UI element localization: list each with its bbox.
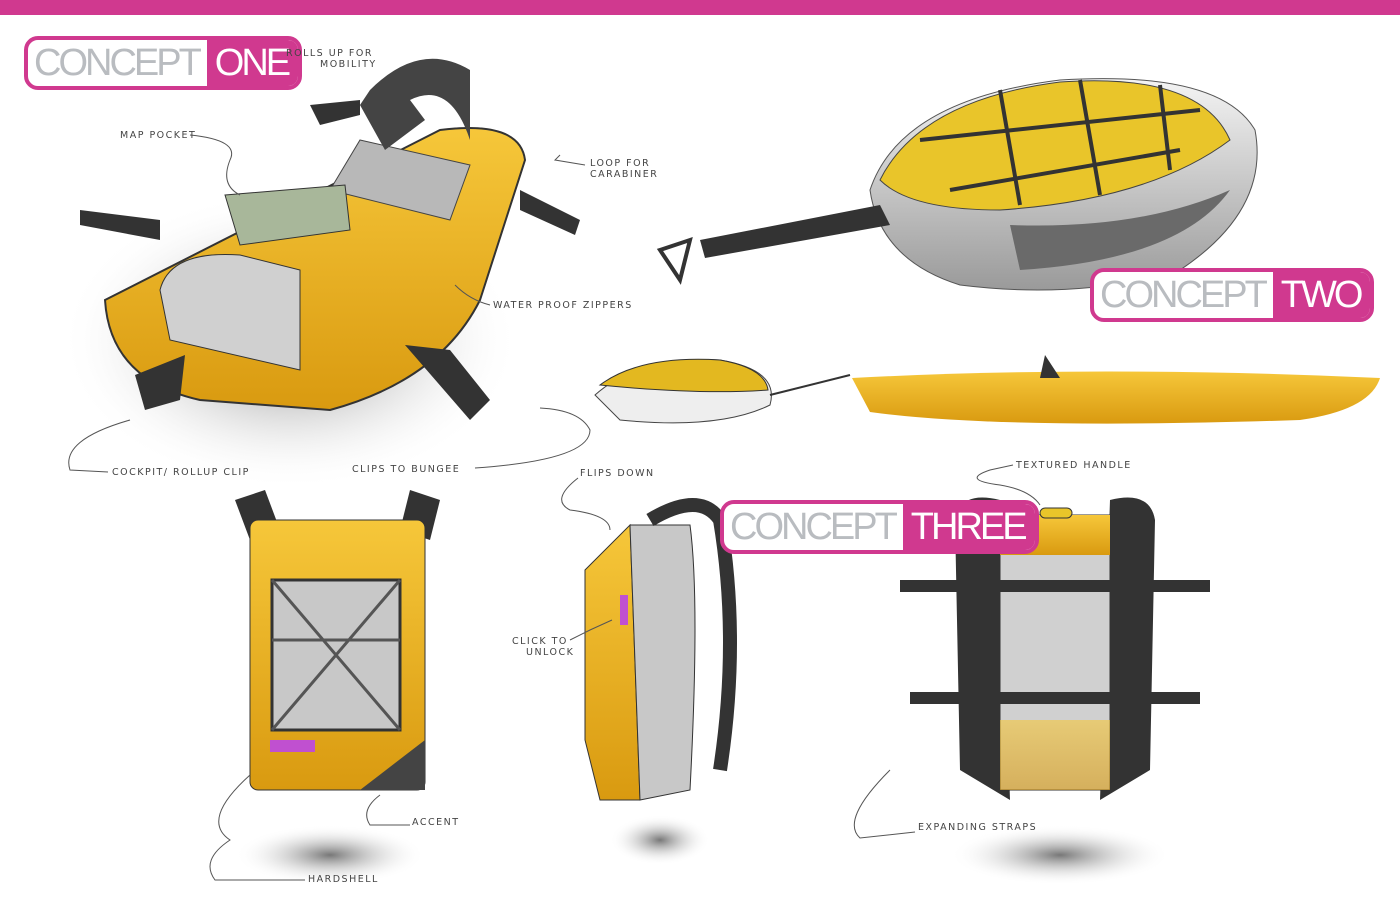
- note-click-unlock: Click tounlock: [512, 636, 574, 658]
- backpack-side: [584, 498, 737, 865]
- concept-two-badge: CONCEPT TWO: [1090, 268, 1375, 322]
- concept-one-board: [60, 58, 580, 490]
- backpack-back: [900, 497, 1210, 885]
- note-cockpit: Cockpit/ rollup clip: [112, 467, 250, 478]
- note-line: Rolls up for: [286, 48, 373, 59]
- note-line: Click to: [512, 636, 568, 647]
- note-zippers: Water proof zippers: [493, 300, 633, 311]
- note-rolls-up: Rolls up formobility: [286, 48, 377, 70]
- top-brand-bar: [0, 0, 1400, 15]
- concept-one-badge: CONCEPT ONE: [24, 36, 303, 90]
- note-hardshell: Hardshell: [308, 874, 379, 885]
- badge-number: ONE: [206, 40, 299, 86]
- concept-three-badge: CONCEPT THREE: [720, 500, 1039, 554]
- badge-number: THREE: [902, 504, 1035, 550]
- badge-word: CONCEPT: [34, 42, 202, 84]
- badge-word: CONCEPT: [730, 506, 898, 548]
- note-line: mobility: [320, 59, 377, 70]
- annotation-leaders: [68, 134, 1041, 881]
- note-bungee: Clips to bungee: [352, 464, 461, 475]
- backpack-front: [235, 490, 440, 885]
- note-flips-down: Flips down: [580, 468, 655, 479]
- note-accent: Accent: [412, 817, 460, 828]
- note-map-pocket: Map pocket: [120, 130, 197, 141]
- note-line: unlock: [526, 647, 575, 658]
- kayak-with-pod: [594, 355, 1380, 424]
- note-line: Loop for: [590, 158, 651, 169]
- badge-number: TWO: [1272, 272, 1371, 318]
- note-textured-handle: Textured handle: [1016, 460, 1132, 471]
- badge-word: CONCEPT: [1100, 274, 1268, 316]
- note-expanding-straps: Expanding straps: [918, 822, 1038, 833]
- concept-two-pod: [656, 78, 1258, 291]
- note-line: carabiner: [590, 169, 659, 180]
- note-loop: Loop forcarabiner: [590, 158, 658, 180]
